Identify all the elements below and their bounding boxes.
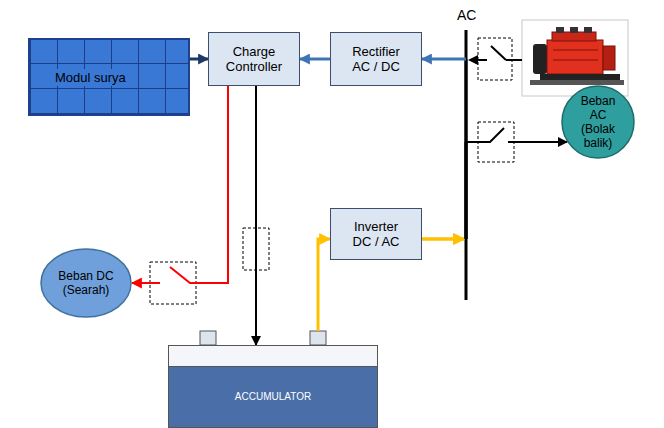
connector bbox=[318, 239, 330, 331]
connector-segment bbox=[422, 238, 464, 241]
connector-segment bbox=[190, 58, 208, 61]
ac-busbar bbox=[465, 30, 468, 300]
load-circle: Beban AC (Bolak balik) bbox=[561, 85, 635, 159]
connector-segment bbox=[465, 142, 468, 239]
connector-segment bbox=[318, 239, 330, 331]
controller-box: Charge Controller bbox=[208, 32, 300, 86]
connector-segment bbox=[465, 59, 468, 239]
generator-illustration bbox=[522, 20, 628, 96]
connector bbox=[190, 59, 208, 60]
connector-segment bbox=[466, 128, 567, 142]
load-circle: Beban DC (Searah) bbox=[40, 248, 132, 318]
inverter-box: Inverter DC / AC bbox=[330, 208, 422, 260]
node-text: Rectifier AC / DC bbox=[345, 44, 407, 74]
connector-segment bbox=[422, 238, 464, 241]
connector bbox=[422, 128, 567, 239]
solar-module: Modul surya bbox=[28, 38, 190, 116]
battery-terminal bbox=[310, 331, 326, 345]
node-text: Beban AC (Bolak balik) bbox=[571, 94, 625, 150]
connector bbox=[422, 59, 466, 239]
node-text: ACCUMULATOR bbox=[235, 391, 311, 403]
connector bbox=[300, 59, 330, 60]
node-text: Modul surya bbox=[52, 69, 129, 86]
battery-body: ACCUMULATOR bbox=[168, 345, 378, 428]
connector-segment bbox=[422, 58, 466, 61]
node-text: Inverter DC / AC bbox=[345, 219, 407, 249]
rectifier-box: Rectifier AC / DC bbox=[330, 32, 422, 86]
node-text: Charge Controller bbox=[223, 44, 285, 74]
generator-feed bbox=[468, 38, 522, 80]
connector-segment bbox=[300, 58, 330, 61]
connector bbox=[256, 86, 257, 345]
node-text: Beban DC (Searah) bbox=[57, 269, 115, 297]
battery-terminal bbox=[200, 331, 216, 345]
connector-segment bbox=[255, 86, 257, 345]
bus-label: AC bbox=[457, 7, 476, 23]
